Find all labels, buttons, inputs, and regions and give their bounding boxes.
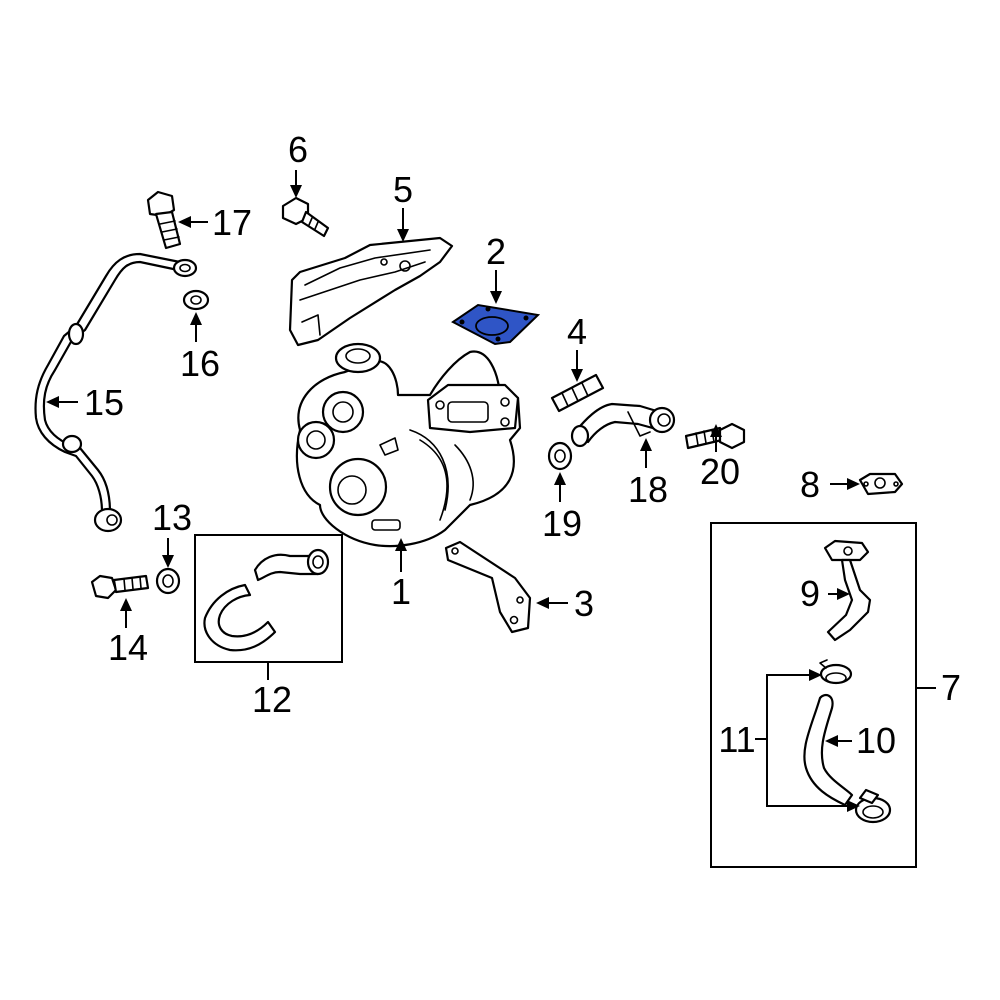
callout-19: 19 <box>542 503 582 544</box>
callout-14: 14 <box>108 627 148 668</box>
callout-6: 6 <box>288 129 308 170</box>
callout-5: 5 <box>393 169 413 210</box>
part-16-washer <box>182 289 210 311</box>
part-15-oil-line <box>34 252 198 533</box>
callout-15: 15 <box>84 382 124 423</box>
part-11-clamps <box>819 659 892 824</box>
callout-3: 3 <box>574 583 594 624</box>
part-13-washer <box>155 567 181 595</box>
part-8-gasket <box>858 472 904 496</box>
callout-13: 13 <box>152 497 192 538</box>
part-14-bolt <box>90 574 150 600</box>
part-10-hose <box>803 694 854 807</box>
gasket-highlight <box>451 303 541 346</box>
callout-18: 18 <box>628 469 668 510</box>
callout-16: 16 <box>180 343 220 384</box>
part-3-bracket <box>444 540 532 634</box>
part-2-gasket <box>451 303 541 346</box>
part-9-pipe <box>823 539 872 642</box>
callout-10: 10 <box>856 720 896 761</box>
callout-2: 2 <box>486 231 506 272</box>
part-7-kit-box <box>710 522 917 868</box>
callout-7: 7 <box>941 667 961 708</box>
part-6-bolt <box>281 196 330 238</box>
part-1-turbocharger <box>295 342 522 548</box>
callout-20: 20 <box>700 451 740 492</box>
part-20-bolt <box>684 422 746 450</box>
callout-4: 4 <box>567 311 587 352</box>
callout-9: 9 <box>800 573 820 614</box>
callout-12: 12 <box>252 679 292 720</box>
part-12-hose <box>203 548 330 652</box>
callout-11: 11 <box>718 719 755 760</box>
part-17-banjo-bolt <box>146 190 182 250</box>
callout-17: 17 <box>212 202 252 243</box>
part-5-heat-shield <box>288 236 454 347</box>
part-18-oil-pipe <box>570 402 676 448</box>
part-19-washer <box>547 441 573 471</box>
part-4-stud <box>550 373 605 413</box>
callout-8: 8 <box>800 464 820 505</box>
callout-1: 1 <box>391 571 411 612</box>
